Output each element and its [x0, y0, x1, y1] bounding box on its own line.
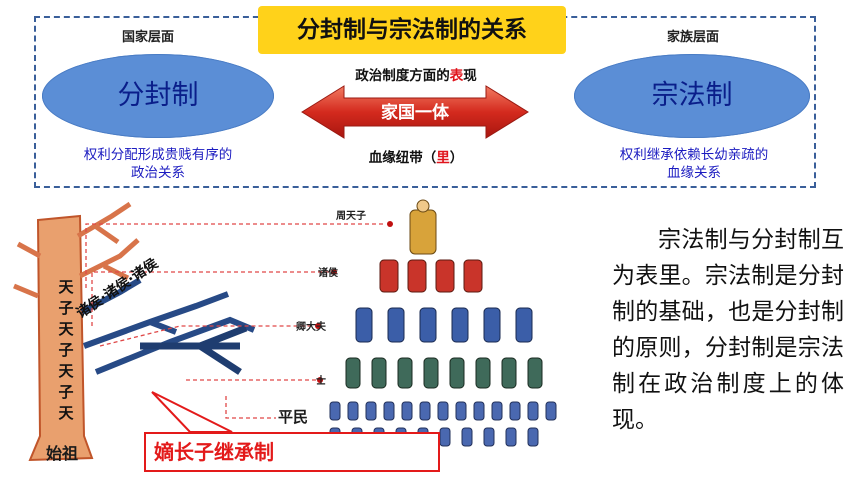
inner-text-prefix: 血缘纽带（: [368, 150, 437, 166]
double-arrow-icon: [301, 85, 529, 139]
rank-label-qingdafu: 卿大夫: [296, 322, 326, 333]
rank-label-shi: 士: [316, 376, 326, 387]
figures-qingdafu: [355, 307, 533, 343]
tree-branches-blue: [80, 277, 256, 375]
right-desc-line1: 权利继承依赖长幼亲疏的: [619, 147, 769, 163]
trunk-char: 子: [58, 299, 74, 317]
figures-shi: [345, 357, 543, 389]
surface-text-red: 表: [449, 68, 464, 84]
inner-text-red: 里: [436, 150, 450, 166]
trunk-char: 天: [58, 278, 74, 296]
inheritance-label: 嫡长子继承制: [154, 440, 274, 464]
title-banner: 分封制与宗法制的关系: [258, 6, 566, 54]
right-desc-line2: 血缘关系: [667, 165, 721, 181]
rank-label-pingmin: 平民: [278, 408, 309, 426]
arrow-label: 家国一体: [381, 103, 449, 123]
trunk-char: 天: [58, 404, 74, 422]
rank-label-zhuhou: 诸侯: [318, 268, 338, 279]
rank-label-zhoutianzi: 周天子: [336, 211, 366, 222]
figures-zhuhou: [379, 259, 483, 293]
inner-text-suffix: ）: [449, 150, 464, 166]
surface-text-suffix: 现: [463, 68, 477, 84]
tree-root-label: 始祖: [46, 444, 79, 463]
surface-text-prefix: 政治制度方面的: [355, 68, 450, 84]
inheritance-box: [144, 432, 440, 472]
left-level-label: 国家层面: [122, 30, 175, 45]
zongfa-label: 宗法制: [651, 80, 733, 111]
trunk-char: 天: [58, 362, 74, 380]
tree-branch-main: [140, 324, 248, 375]
left-desc-line1: 权利分配形成贵贱有序的: [83, 147, 233, 163]
inner-text: 血缘纽带（里）: [306, 146, 526, 166]
right-description: 权利继承依赖长幼亲疏的 血缘关系: [586, 146, 802, 182]
left-desc-line2: 政治关系: [131, 165, 185, 181]
trunk-char: 子: [58, 383, 74, 401]
trunk-char: 子: [58, 341, 74, 359]
figure-zhoutianzi: [409, 199, 437, 255]
explanation-paragraph: 宗法制与分封制互为表里。宗法制是分封制的基础，也是分封制的原则，分封制是宗法制在…: [612, 227, 844, 433]
surface-text: 政治制度方面的表现: [306, 64, 526, 84]
dashed-guides: [85, 223, 386, 419]
trunk-char: 天: [58, 320, 74, 338]
tree-trunk-labels: 天 子 天 子 天 子 天: [52, 276, 80, 423]
left-description: 权利分配形成贵贱有序的 政治关系: [50, 146, 266, 182]
title-text: 分封制与宗法制的关系: [297, 17, 527, 43]
fengjian-ellipse: 分封制: [42, 54, 274, 138]
zongfa-ellipse: 宗法制: [574, 54, 810, 138]
right-level-label: 家族层面: [667, 30, 720, 45]
fengjian-label: 分封制: [117, 80, 199, 111]
callout-pointer: [151, 391, 233, 433]
tree-trunk: [28, 214, 94, 462]
